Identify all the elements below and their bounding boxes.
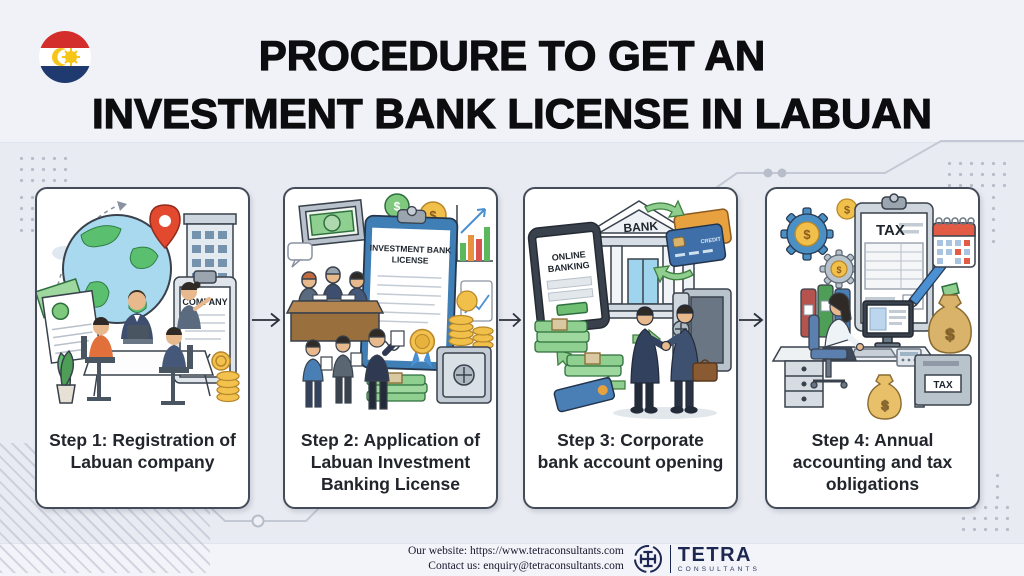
credit-card-icon bbox=[665, 208, 732, 268]
illustration-step4-tax: $ $ bbox=[767, 189, 978, 425]
safe-vault-icon bbox=[436, 346, 492, 404]
right-arrow-icon bbox=[739, 312, 764, 328]
brand-name: TETRA bbox=[677, 543, 752, 566]
brand-logo: TETRA CONSULTANTS bbox=[633, 544, 760, 574]
dot-grid-decor bbox=[992, 470, 1006, 504]
cash-stack-icon bbox=[534, 318, 624, 377]
dot-grid-decor bbox=[16, 153, 74, 189]
speech-bubble-icon bbox=[287, 242, 313, 268]
location-pin-icon bbox=[149, 204, 181, 250]
step-card-2: $ $ bbox=[283, 187, 498, 509]
license-clipboard-icon: INVESTMENT BANK LICENSE bbox=[359, 205, 459, 372]
bank-sign-label: BANK bbox=[623, 219, 659, 235]
brand-divider bbox=[669, 545, 671, 573]
plant-icon bbox=[56, 349, 76, 404]
money-bag-icon: $ bbox=[928, 282, 972, 354]
step-card-1: COMPANY bbox=[35, 187, 250, 509]
person-figure bbox=[159, 327, 193, 405]
svg-text:$: $ bbox=[803, 227, 811, 242]
footer-band bbox=[0, 543, 1024, 576]
labuan-flag-icon bbox=[39, 31, 91, 83]
officials-desk bbox=[285, 266, 385, 342]
person-figure bbox=[177, 281, 211, 329]
footer: Our website: https://www.tetraconsultant… bbox=[72, 544, 1024, 574]
illustration-step1-registration: COMPANY bbox=[37, 189, 248, 425]
illustration-step3-bank-account: BANK ONLINE BANKING bbox=[525, 189, 736, 425]
tax-doc-label: TAX bbox=[876, 222, 905, 239]
dot-grid-decor bbox=[944, 158, 1006, 188]
step3-caption: Step 3: Corporate bank account opening bbox=[537, 430, 724, 473]
bar-chart-icon bbox=[453, 205, 493, 262]
coin-stack-icon bbox=[216, 370, 240, 403]
person-figure bbox=[302, 339, 333, 408]
office-chair-icon bbox=[808, 314, 848, 389]
brand-subtitle: CONSULTANTS bbox=[677, 565, 761, 573]
illustration-step2-license: $ $ bbox=[285, 189, 496, 425]
step-card-4: $ $ bbox=[765, 187, 980, 509]
computer-monitor-icon bbox=[862, 300, 914, 348]
footer-contact: Contact us: enquiry@tetraconsultants.com bbox=[428, 560, 624, 572]
svg-text:$: $ bbox=[946, 327, 955, 344]
person-figure bbox=[364, 328, 405, 410]
page-title-line1: PROCEDURE TO GET AN bbox=[258, 31, 766, 79]
license-title-line2: LICENSE bbox=[392, 254, 429, 265]
gear-icon: $ bbox=[819, 249, 859, 289]
svg-text:$: $ bbox=[429, 208, 437, 223]
right-arrow-icon bbox=[252, 312, 281, 328]
footer-website: Our website: https://www.tetraconsultant… bbox=[407, 545, 624, 558]
tax-box-icon bbox=[914, 354, 972, 406]
right-arrow-icon bbox=[499, 312, 522, 328]
credit-card-label: CREDIT bbox=[700, 237, 722, 246]
gear-icon: $ bbox=[780, 207, 834, 261]
dot-grid-decor bbox=[988, 192, 1002, 244]
step2-caption: Step 2: Application of Labuan Investment… bbox=[300, 430, 481, 495]
debit-card-icon bbox=[553, 377, 616, 413]
step4-caption: Step 4: Annual accounting and tax obliga… bbox=[792, 430, 953, 495]
step-card-3: BANK ONLINE BANKING bbox=[523, 187, 738, 509]
money-bag-icon: $ bbox=[867, 374, 902, 420]
svg-text:$: $ bbox=[394, 200, 401, 214]
step1-caption: Step 1: Registration of Labuan company bbox=[49, 430, 236, 473]
svg-text:$: $ bbox=[881, 398, 889, 413]
person-figure bbox=[332, 335, 363, 404]
calendar-icon bbox=[932, 217, 976, 268]
shadow bbox=[613, 407, 717, 419]
handshake-figures bbox=[630, 304, 718, 414]
online-banking-tablet-icon bbox=[527, 221, 610, 335]
svg-text:$: $ bbox=[836, 265, 841, 275]
person-figure bbox=[81, 317, 115, 401]
tablet-label-line1: ONLINE bbox=[551, 249, 586, 263]
license-title-line1: INVESTMENT BANK bbox=[370, 243, 453, 256]
svg-text:$: $ bbox=[844, 205, 850, 217]
dollar-coin-icon: $ bbox=[836, 198, 858, 220]
person-figure bbox=[121, 290, 153, 344]
tablet-label-line2: BANKING bbox=[547, 260, 590, 274]
tax-box-label: TAX bbox=[933, 380, 953, 391]
framed-banknote-icon bbox=[298, 199, 366, 247]
tetra-logo-icon bbox=[633, 545, 662, 573]
page-title-line2: INVESTMENT BANK LICENSE IN LABUAN bbox=[91, 89, 933, 137]
header-band bbox=[0, 0, 1024, 143]
